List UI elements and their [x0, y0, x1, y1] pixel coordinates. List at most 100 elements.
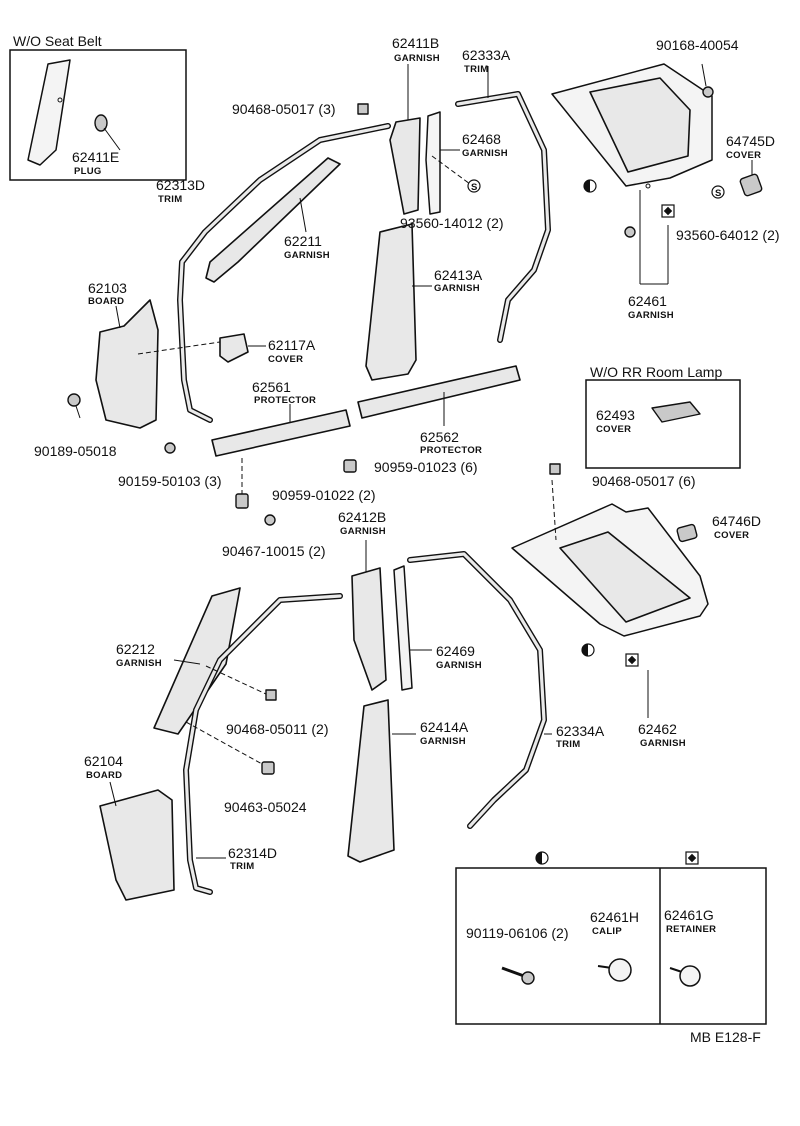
garnish-62468-body [425, 111, 441, 215]
label-62493-name: COVER [596, 424, 631, 435]
label-62411B-number: 62411B [392, 35, 439, 51]
clip-90468-lower [549, 463, 561, 475]
label-62314D-number: 62314D [228, 845, 277, 861]
label-90189-number: 90189-05018 [34, 443, 117, 459]
garnish-62462-window [559, 531, 691, 623]
leader-62103 [115, 305, 121, 329]
label-62104-name: BOARD [86, 770, 122, 781]
label-62103-name: BOARD [88, 296, 124, 307]
fastener-legend [455, 851, 767, 1025]
screw-90189-head [67, 393, 81, 407]
garnish-62413A [365, 223, 432, 381]
screw-90467-head [264, 514, 276, 526]
label-62211-name: GARNISH [284, 250, 330, 261]
center-garnish-62411B [389, 64, 421, 215]
label-62313D-number: 62313D [156, 177, 205, 193]
inset-room-lamp-frame [585, 379, 741, 469]
screw-90119-icon [501, 966, 535, 985]
garnish-62412B-body [351, 567, 387, 691]
cover-64745D [739, 160, 763, 197]
label-90468c-number: 90468-05011 (2) [226, 721, 328, 737]
label-64746D-number: 64746D [712, 513, 761, 529]
board-62103-body [95, 299, 159, 429]
label-62493-number: 62493 [596, 407, 635, 423]
label-62469-number: 62469 [436, 643, 475, 659]
label-62461-number: 62461 [628, 293, 667, 309]
garnish-62461-window [589, 77, 691, 173]
garnish-62468 [425, 111, 460, 215]
label-90159-number: 90159-50103 (3) [118, 473, 222, 489]
clip-90959-01022 [235, 458, 249, 509]
clip-93560-14012: S [431, 155, 481, 193]
label-90959b-number: 90959-01022 (2) [272, 487, 376, 503]
upper-rear-garnish-62461 [551, 63, 713, 285]
garnish-62469-body [393, 565, 413, 691]
label-62461G-number: 62461G [664, 907, 714, 923]
label-62334A-number: 62334A [556, 723, 605, 739]
diamond-box-icon [661, 204, 675, 218]
leader-90168 [701, 63, 707, 87]
inset-room-lamp-title: W/O RR Room Lamp [590, 364, 722, 380]
label-90468a-number: 90468-05017 (3) [232, 101, 336, 117]
label-62334A-name: TRIM [556, 739, 580, 750]
plug-part [94, 114, 108, 132]
screw-90159 [164, 442, 176, 454]
garnish-62412B [351, 540, 387, 691]
garnish-62414A [347, 699, 416, 863]
s-mark-icon [711, 185, 725, 199]
cover-62117A-body [219, 333, 249, 363]
front-pillar-trim-62313D [177, 123, 391, 423]
label-62414A-number: 62414A [420, 719, 469, 735]
label-62212-name: GARNISH [116, 658, 162, 669]
cover-62117A [137, 333, 266, 363]
label-90468b-number: 90468-05017 (6) [592, 473, 696, 489]
label-90467-number: 90467-10015 (2) [222, 543, 326, 559]
inset-seat-belt: W/O Seat Belt 62411E PLUG [9, 33, 187, 181]
clip-93560-64012: S [711, 185, 725, 199]
label-62314D-name: TRIM [230, 861, 254, 872]
label-62414A-name: GARNISH [420, 736, 466, 747]
inset-room-lamp: W/O RR Room Lamp [585, 364, 741, 469]
protector-62561-body [211, 409, 351, 457]
label-62561-number: 62561 [252, 379, 291, 395]
legend-frame [455, 867, 767, 1025]
label-64745D-name: COVER [726, 150, 761, 161]
label-62104-number: 62104 [84, 753, 123, 769]
diamond-box-icon [685, 851, 699, 865]
label-62413A-number: 62413A [434, 267, 483, 283]
garnish-62469 [393, 565, 432, 691]
markers-62461 [583, 179, 675, 238]
screw-90189 [67, 393, 81, 419]
label-62411B-name: GARNISH [394, 53, 440, 64]
clip-90959-01023 [343, 459, 357, 473]
label-90168-number: 90168-40054 [656, 37, 739, 53]
label-62461G-name: RETAINER [666, 924, 716, 935]
label-62412B-name: GARNISH [340, 526, 386, 537]
clip-90468-05011-body [265, 689, 277, 701]
label-90959a-number: 90959-01023 (6) [374, 459, 478, 475]
clip-90468-lower-body [549, 463, 561, 475]
label-62411E-name: PLUG [74, 166, 102, 177]
calip-62461H-icon [597, 958, 632, 982]
label-62461H-number: 62461H [590, 909, 639, 925]
clip-90468-upper [357, 103, 369, 115]
label-62461H-name: CALIP [592, 926, 622, 937]
leader-62212 [173, 659, 201, 665]
label-62462-number: 62462 [638, 721, 677, 737]
s-mark-icon [467, 179, 481, 193]
label-62333A-name: TRIM [464, 64, 488, 75]
label-62103-number: 62103 [88, 280, 127, 296]
label-62313D-name: TRIM [158, 194, 182, 205]
label-62561-name: PROTECTOR [254, 395, 316, 406]
label-62562-number: 62562 [420, 429, 459, 445]
label-90119-number: 90119-06106 (2) [466, 925, 568, 941]
label-62212-number: 62212 [116, 641, 155, 657]
inset-seat-belt-frame [9, 49, 187, 181]
diamond-box-icon [625, 653, 639, 667]
svg-text:S: S [715, 188, 722, 199]
clip-90463-body [261, 761, 275, 775]
cover-64745D-body [739, 173, 763, 197]
rear-trim-62333A [455, 66, 551, 343]
garnish-62211-body [205, 157, 341, 283]
